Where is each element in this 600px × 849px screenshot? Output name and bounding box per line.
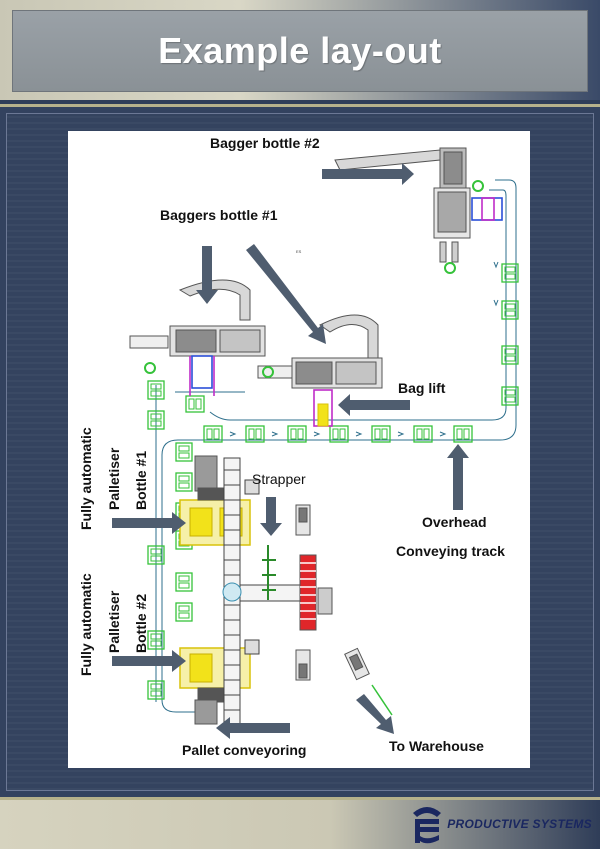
pointer-arrows <box>112 163 469 739</box>
tiny-mark: ES <box>296 249 302 254</box>
label-palletiser-2-line1: Fully automatic <box>78 573 94 676</box>
label-pallet-conveyoring: Pallet conveyoring <box>182 742 306 758</box>
arrow-to-bagger-1-right <box>246 244 326 344</box>
label-palletiser-2: Fully automatic <box>78 573 94 676</box>
page-title: Example lay-out <box>158 30 442 71</box>
label-palletiser-2-line3-group: Bottle #2 <box>133 594 149 653</box>
arrow-to-pallet-conveyor <box>216 717 290 739</box>
arrow-to-warehouse <box>356 694 394 734</box>
label-palletiser-1-line3: Bottle #1 <box>133 451 149 510</box>
label-palletiser-2-line3: Bottle #2 <box>133 594 149 653</box>
warehouse-forklift <box>344 647 393 716</box>
label-palletiser-1: Fully automatic <box>78 427 94 530</box>
strapper-machine <box>262 504 333 681</box>
arrow-to-palletiser-1 <box>112 512 186 534</box>
label-to-warehouse: To Warehouse <box>389 738 484 754</box>
logo-text: PRODUCTIVE SYSTEMS <box>447 817 592 831</box>
label-palletiser-1-line2-group: Palletiser <box>106 447 122 510</box>
footer-band <box>0 800 600 849</box>
track-direction-arrows <box>229 261 499 437</box>
label-palletiser-1-line3-group: Bottle #1 <box>133 451 149 510</box>
label-baggers-bottle-1: Baggers bottle #1 <box>160 207 278 223</box>
label-overhead: Overhead <box>422 514 487 530</box>
label-strapper: Strapper <box>252 471 306 487</box>
title-box: Example lay-out <box>12 10 588 92</box>
label-palletiser-2-line2: Palletiser <box>106 590 122 653</box>
label-palletiser-1-line1: Fully automatic <box>78 427 94 530</box>
bagger-1-machine-right <box>257 314 383 427</box>
arrow-to-overhead-track <box>447 444 469 510</box>
arrow-to-bagger-2 <box>322 163 414 185</box>
arrow-to-palletiser-2 <box>112 650 186 672</box>
label-bag-lift: Bag lift <box>398 380 446 396</box>
bagger-2-machine <box>334 147 503 274</box>
label-conveying-track: Conveying track <box>396 543 505 559</box>
arrow-to-strapper <box>260 497 282 536</box>
company-logo: PRODUCTIVE SYSTEMS <box>409 803 592 845</box>
label-bagger-bottle-2: Bagger bottle #2 <box>210 135 320 151</box>
label-palletiser-1-line2: Palletiser <box>106 447 122 510</box>
arrow-to-bagger-1-left <box>196 246 218 304</box>
pallet-conveyor <box>222 457 311 729</box>
ps-logo-icon <box>413 807 442 844</box>
label-palletiser-2-line2-group: Palletiser <box>106 590 122 653</box>
arrow-to-bag-lift <box>338 394 410 416</box>
